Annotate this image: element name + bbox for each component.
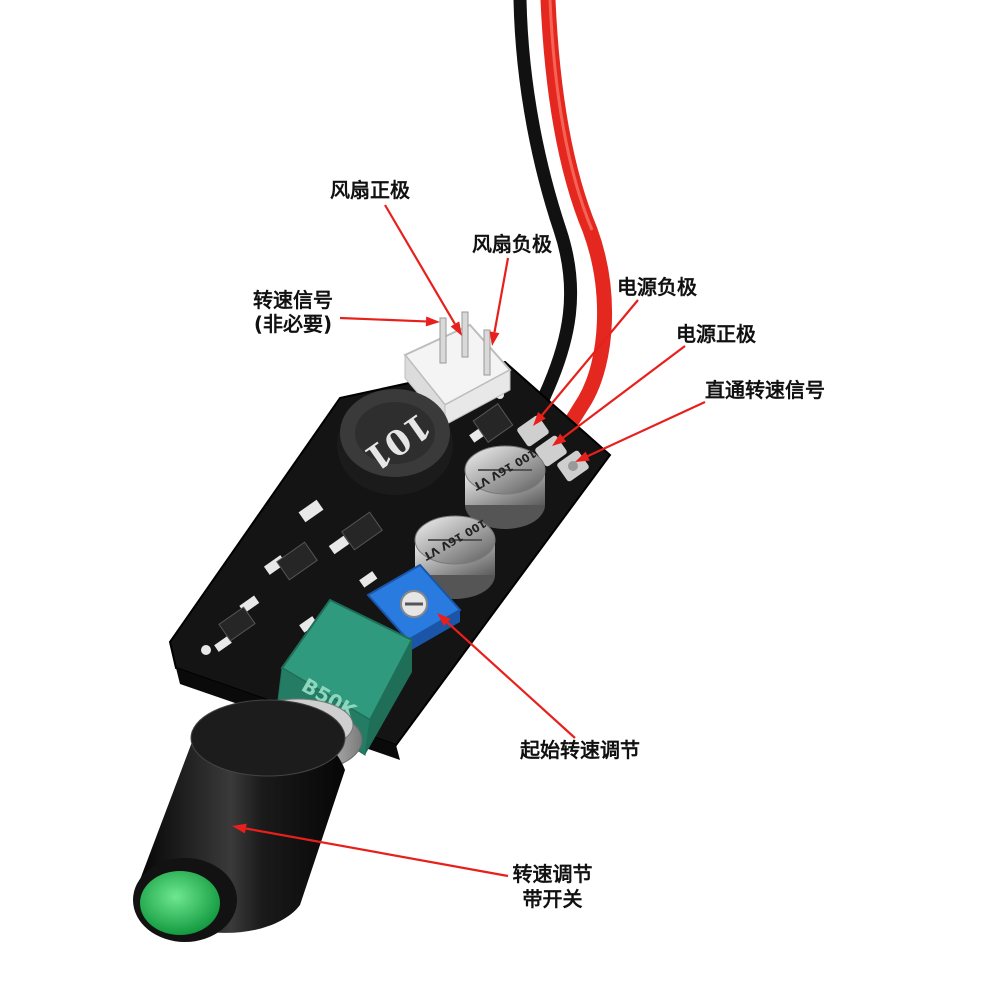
arrow-direct-speed-signal-head <box>575 451 590 462</box>
arrow-direct-speed-signal-line <box>587 401 706 458</box>
red-wire-highlight <box>548 0 594 231</box>
label-start-speed-adjust: 起始转速调节 <box>520 738 640 762</box>
arrow-power-negative-head <box>533 412 546 426</box>
arrow-fan-negative-head <box>489 331 500 346</box>
label-power-negative: 电源负极 <box>617 275 697 299</box>
red-wire <box>540 0 613 440</box>
label-fan-negative: 风扇负极 <box>472 232 552 256</box>
arrow-fan-negative-line <box>493 257 510 333</box>
arrow-power-positive-line <box>562 345 686 439</box>
knob <box>133 699 346 942</box>
arrow-speed-signal-head <box>425 316 440 327</box>
label-speed-adjust: 转速调节 <box>512 862 593 886</box>
arrow-fan-positive-line <box>384 204 456 325</box>
arrow-speed-signal-line <box>339 316 427 323</box>
annotation-arrows <box>232 204 706 878</box>
capacitor-1: 100 16V VT <box>464 445 546 529</box>
arrow-speed-adjust-line <box>245 827 509 878</box>
black-wire <box>513 0 578 437</box>
label-speed-signal-note: (非必要) <box>253 312 333 336</box>
capacitor-2: 100 16V VT <box>414 515 496 599</box>
label-speed-signal: 转速信号 <box>253 288 333 312</box>
label-speed-adjust-note: 带开关 <box>522 887 583 911</box>
inductor: 101 <box>337 389 453 495</box>
arrow-power-negative-line <box>541 299 639 416</box>
arrow-fan-positive-head <box>450 321 462 336</box>
label-direct-speed-signal: 直通转速信号 <box>705 378 825 402</box>
arrow-start-speed-adjust-head <box>437 613 451 627</box>
label-power-positive: 电源正极 <box>676 322 756 346</box>
label-fan-positive: 风扇正极 <box>330 178 410 202</box>
arrow-power-positive-head <box>552 433 567 446</box>
switch-body: B50K <box>277 598 414 756</box>
arrow-speed-adjust-head <box>232 823 247 834</box>
arrow-start-speed-adjust-line <box>446 621 576 739</box>
ic-chips <box>218 403 514 642</box>
